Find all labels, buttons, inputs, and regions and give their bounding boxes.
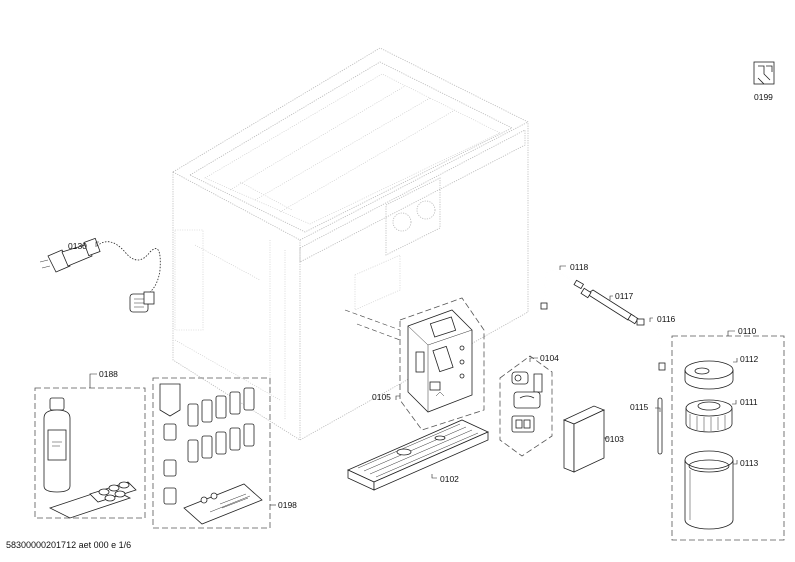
- container-cap: [685, 399, 733, 433]
- container-lid: [684, 360, 734, 390]
- accessory-group-frame: [152, 377, 271, 529]
- power-cord: [39, 237, 161, 313]
- part-label-0113: 0113: [740, 458, 759, 468]
- part-label-0118: 0118: [570, 262, 589, 272]
- part-label-0115: 0115: [630, 402, 649, 412]
- machine-housing-outline: [172, 47, 529, 441]
- part-label-0110: 0110: [738, 326, 757, 336]
- part-label-0198: 0198: [278, 500, 297, 510]
- part-label-0103: 0103: [605, 434, 624, 444]
- cleaning-tablets-pack: [48, 481, 137, 519]
- tube-straight: [580, 287, 639, 325]
- part-label-0105: 0105: [372, 392, 391, 402]
- panel-group-frame: [399, 297, 485, 431]
- electronic-module: [562, 405, 606, 473]
- descaler-bottle: [43, 397, 71, 493]
- panel-bracket: [407, 309, 473, 413]
- part-label-0116: 0116: [657, 314, 676, 324]
- part-label-0111: 0111: [740, 397, 758, 407]
- document-id-footer: 58300000201712 aet 000 e 1/6: [6, 540, 132, 550]
- part-label-0188: 0188: [99, 369, 118, 379]
- part-label-0112: 0112: [740, 354, 759, 364]
- part-label-0199: 0199: [754, 92, 773, 102]
- tube-bend: [636, 318, 666, 371]
- tube-elbow: [540, 268, 585, 310]
- container-jar: [684, 450, 734, 530]
- drip-tray-grid: [347, 419, 489, 491]
- valve-group-frame: [499, 355, 553, 457]
- part-label-0102: 0102: [440, 474, 459, 484]
- part-label-0104: 0104: [540, 353, 559, 363]
- part-label-0130: 0130: [68, 241, 87, 251]
- accessory-test-strip: [183, 483, 263, 525]
- valve-assembly: [511, 371, 543, 433]
- rod: [657, 397, 663, 455]
- accessory-clips: [159, 383, 255, 505]
- part-label-0117: 0117: [615, 291, 634, 301]
- wrench-manual-icon: [753, 61, 775, 85]
